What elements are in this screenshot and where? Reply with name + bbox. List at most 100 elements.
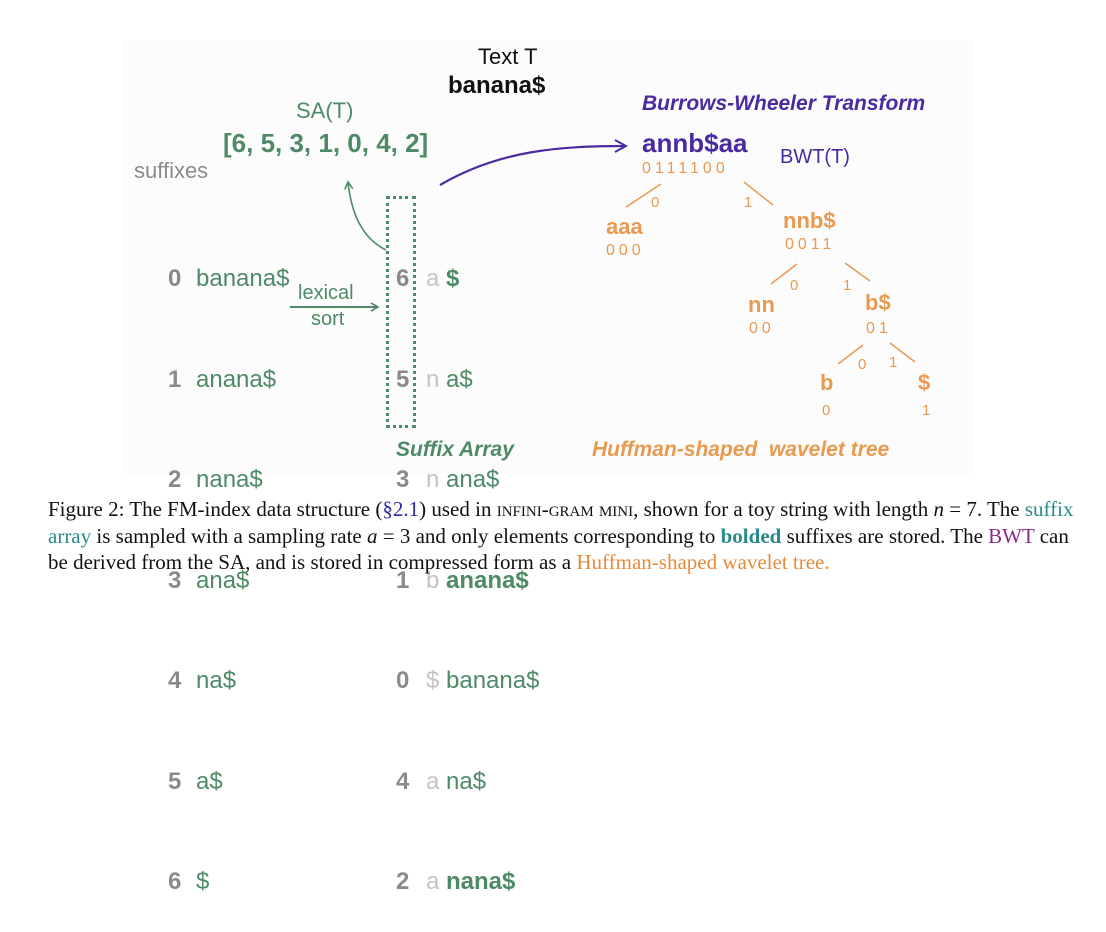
- caption-text: = 7. The: [944, 497, 1025, 521]
- tree-edge: [844, 262, 871, 282]
- sorted-suffix-text: nana$: [446, 868, 516, 895]
- suffixes-label: suffixes: [134, 158, 209, 183]
- tree-node-bits: 0: [822, 402, 831, 419]
- tree-node-b: b: [820, 370, 834, 395]
- sorted-suffix-row: 0 $banana$: [396, 664, 539, 698]
- system-name: infini-gram mini: [496, 497, 634, 521]
- math-var-a: a: [367, 523, 378, 548]
- sorted-suffix-text: na$: [446, 767, 487, 795]
- bwt-bits: 0111100: [642, 160, 729, 177]
- tree-node-bits: 000: [606, 242, 645, 259]
- caption-text: = 3 and only elements corresponding to: [377, 523, 721, 548]
- sa-index: 4: [396, 767, 410, 795]
- caption-bolded: bolded: [720, 523, 782, 548]
- sa-index: 5: [396, 365, 410, 393]
- tree-node-aaa: aaa: [606, 214, 643, 239]
- caption-text: ) used in: [419, 497, 497, 521]
- caption-text: is sampled with a sampling rate: [91, 523, 368, 548]
- suffix-row: 6$: [168, 865, 289, 899]
- sa-index: 2: [396, 868, 410, 895]
- sa-index: 3: [396, 466, 410, 493]
- sorted-suffix-text: banana$: [446, 667, 540, 694]
- caption-text: , shown for a toy string with length: [633, 497, 934, 521]
- tree-edge: [743, 181, 774, 206]
- suffix-index: 2: [168, 466, 182, 493]
- suffix-text: nana$: [196, 466, 263, 493]
- preceding-char: $: [426, 667, 440, 694]
- suffix-index: 5: [168, 767, 182, 795]
- suffix-index: 6: [168, 868, 182, 895]
- tree-edge: [770, 263, 798, 285]
- tree-node-bits: 01: [866, 320, 892, 337]
- text-value: banana$: [448, 72, 546, 99]
- suffix-row: 5 a$: [168, 765, 289, 799]
- sa-index: 0: [396, 667, 410, 694]
- sorted-suffix-text: a$: [446, 365, 473, 393]
- suffix-row: 4 na$: [168, 664, 289, 698]
- caption-bwt: BWT: [988, 523, 1035, 548]
- tree-node-bits: 00: [749, 320, 775, 337]
- suffix-row: 1 anana$: [168, 363, 289, 397]
- sa-to-bwt-arrow: [439, 146, 626, 186]
- sa-index: 6: [396, 265, 410, 292]
- sa-dotted-box: [386, 196, 416, 428]
- suffix-text: a$: [196, 767, 223, 795]
- bwt-label: BWT(T): [780, 146, 850, 168]
- tree-node-nnb$: nnb$: [783, 208, 836, 233]
- caption-huffman: Huffman-shaped wavelet tree.: [576, 550, 830, 574]
- sa-label: SA(T): [296, 98, 354, 123]
- tree-node-dollar: $: [918, 370, 931, 395]
- text-title: Text T: [478, 44, 538, 69]
- edge-bit: 1: [843, 277, 852, 294]
- preceding-char: n: [426, 466, 440, 493]
- preceding-char: n: [426, 365, 440, 393]
- figure-connectors: [290, 0, 916, 365]
- caption-text: suffixes are stored. The: [781, 523, 989, 548]
- edge-bit: 1: [744, 194, 753, 211]
- sorted-suffix-text: ana$: [446, 466, 500, 493]
- tree-edge: [837, 344, 864, 365]
- wavelet-tree-title: Huffman-shaped wavelet tree: [592, 438, 890, 461]
- suffix-row: 2 nana$: [168, 463, 289, 497]
- suffix-array-title: Suffix Array: [396, 438, 514, 461]
- math-var-n: n: [933, 497, 945, 521]
- suffix-index: 4: [168, 667, 182, 694]
- preceding-char: a: [426, 868, 440, 895]
- figure-panel: [122, 40, 974, 474]
- caption-text: Figure 2: The FM-index data structure (: [48, 497, 383, 521]
- edge-bit: 0: [790, 277, 799, 294]
- sa-values: [6, 5, 3, 1, 0, 4, 2]: [223, 128, 429, 158]
- suffix-text: $: [196, 868, 210, 895]
- tree-node-nn: nn: [748, 292, 775, 317]
- caption-text: can be derived from the SA, and is store…: [48, 523, 1069, 575]
- edge-bit: 1: [889, 354, 898, 371]
- tree-node-b$: b$: [865, 290, 891, 315]
- figure-caption: Figure 2: The FM-index data structure (§…: [48, 496, 1088, 576]
- sa-to-array-arrow: [344, 180, 387, 251]
- suffix-text: banana$: [196, 265, 290, 292]
- suffix-text: na$: [196, 667, 237, 694]
- caption-suffix-array: suffix array: [48, 497, 1074, 548]
- suffix-index: 1: [168, 365, 182, 393]
- tree-edge: [625, 183, 662, 208]
- section-link[interactable]: §2.1: [382, 497, 420, 521]
- preceding-char: a: [426, 767, 440, 795]
- preceding-char: a: [426, 265, 440, 292]
- bwt-string: annb$aa: [642, 128, 748, 158]
- tree-node-bits: 1: [922, 402, 931, 419]
- bwt-title: Burrows-Wheeler Transform: [642, 92, 926, 115]
- suffix-row: 0 banana$: [168, 262, 289, 296]
- suffix-text: anana$: [196, 365, 277, 393]
- sorted-suffix-text: $: [446, 265, 460, 292]
- edge-bit: 0: [651, 194, 660, 211]
- lexical-label: lexical: [298, 282, 354, 304]
- edge-bit: 0: [858, 356, 867, 373]
- suffix-index: 0: [168, 265, 182, 292]
- tree-edge: [889, 342, 916, 363]
- sort-label: sort: [311, 308, 345, 330]
